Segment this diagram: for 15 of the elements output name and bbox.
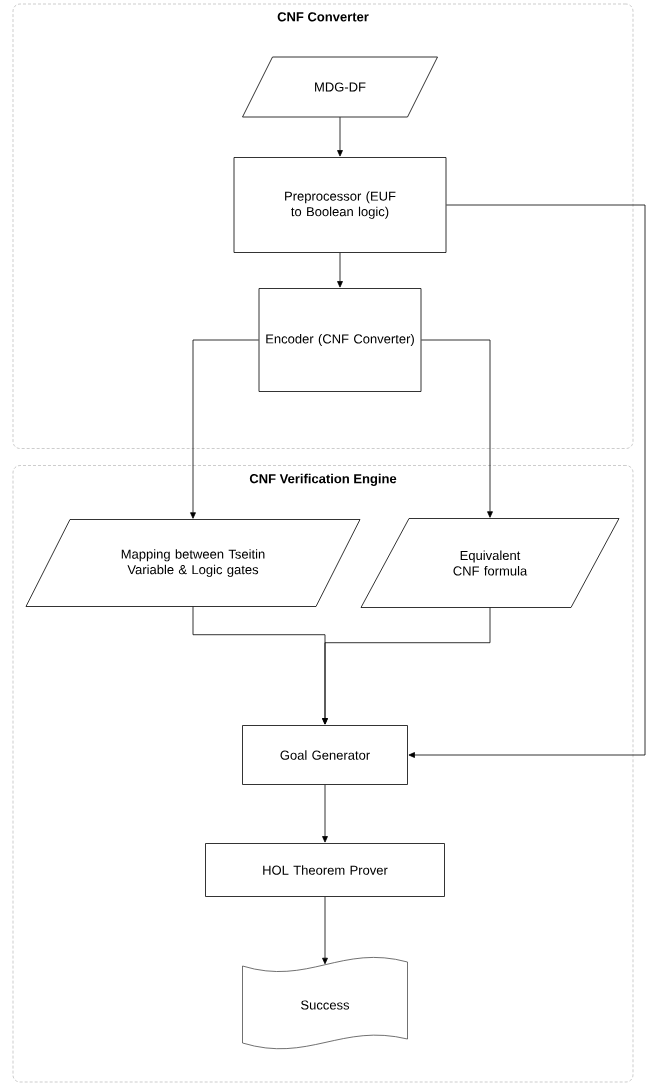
process-box: Preprocessor (EUF to Boolean logic) (233, 157, 447, 253)
arrow (322, 607, 491, 725)
arrow (408, 204, 646, 758)
data-parallelogram: Mapping between Tseitin Variable & Logic gates (25, 519, 361, 607)
data-parallelogram: Equivalent CNF formula (360, 518, 620, 608)
process-box: HOL Theorem Prover (205, 843, 445, 897)
arrow (322, 784, 328, 843)
process-box: Encoder (CNF Converter) (258, 288, 422, 392)
process-box: Goal Generator (242, 725, 408, 785)
arrow (337, 252, 343, 288)
arrow (421, 339, 493, 518)
arrow (322, 896, 328, 965)
data-parallelogram: MDG-DF (242, 56, 438, 118)
arrow (337, 116, 343, 157)
arrow (190, 339, 259, 519)
